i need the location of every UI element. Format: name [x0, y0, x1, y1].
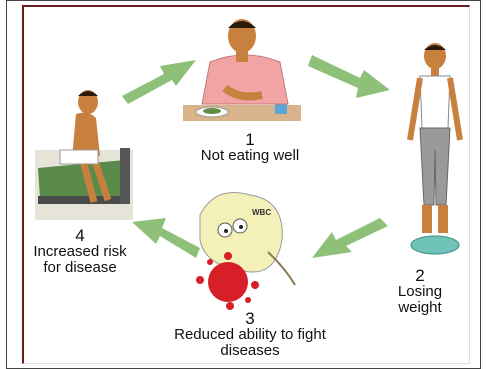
step-2-number: 2: [380, 268, 460, 284]
person-eating-illustration: [183, 19, 301, 121]
step-2-label: 2 Losing weight: [380, 268, 460, 316]
step-4-number: 4: [25, 228, 135, 244]
step-1-number: 1: [175, 132, 325, 148]
step-4-label: 4 Increased risk for disease: [25, 228, 135, 276]
arrow-4-to-1: [122, 60, 196, 104]
wbc-label: WBC: [252, 208, 271, 217]
arrow-1-to-2: [308, 55, 390, 98]
step-4-text: Increased risk for disease: [33, 243, 126, 276]
sick-person-illustration: [35, 90, 133, 220]
step-3-label: 3 Reduced ability to fight diseases: [160, 311, 340, 359]
person-on-scale-illustration: [410, 43, 460, 254]
step-1-text: Not eating well: [201, 147, 299, 164]
step-3-text: Reduced ability to fight diseases: [174, 326, 326, 359]
arrow-3-to-4: [132, 218, 200, 258]
step-2-text: Losing weight: [398, 283, 442, 316]
arrow-2-to-3: [312, 218, 388, 258]
step-1-label: 1 Not eating well: [175, 132, 325, 164]
step-3-number: 3: [160, 311, 340, 327]
